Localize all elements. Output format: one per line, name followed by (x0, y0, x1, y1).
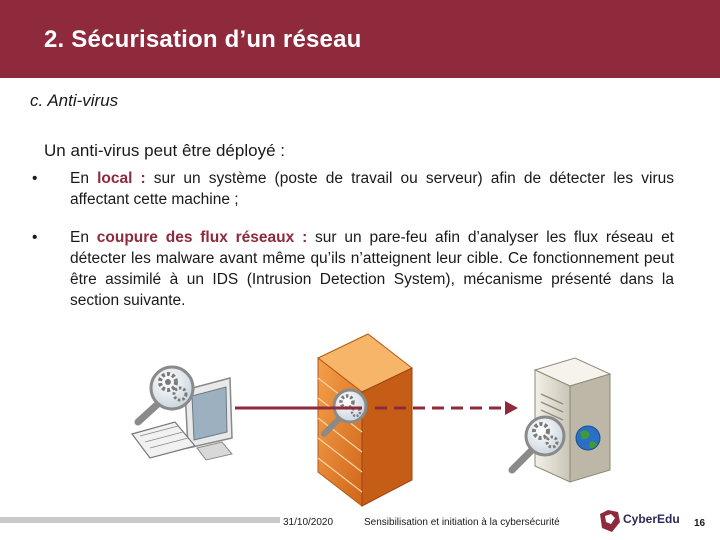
bullet-prefix: En (70, 229, 97, 246)
bullet-highlight: coupure des flux réseaux : (96, 229, 308, 246)
section-subtitle: c. Anti-virus (30, 91, 119, 110)
bullet-marker: • (32, 170, 38, 187)
magnifier-gear-icon (321, 388, 368, 437)
arrow-head-icon (505, 401, 518, 415)
bullet-highlight: local : (97, 170, 146, 187)
footer-caption: Sensibilisation et initiation à la cyber… (364, 517, 560, 528)
bullet-network: • En coupure des flux réseaux : sur un p… (32, 227, 674, 315)
workstation-icon (130, 377, 233, 461)
firewall-icon (317, 333, 413, 508)
bullet-marker: • (32, 229, 38, 246)
bullet-text: En coupure des flux réseaux : sur un par… (70, 227, 674, 311)
bullet-text: En local : sur un système (poste de trav… (70, 168, 674, 210)
intro-text: Un anti-virus peut être déployé : (44, 141, 285, 160)
cyberedu-logo: CyberEdu (598, 508, 688, 536)
title-bar: 2. Sécurisation d’un réseau (0, 0, 720, 78)
page-title: 2. Sécurisation d’un réseau (44, 26, 362, 53)
bullet-body: sur un système (poste de travail ou serv… (70, 170, 674, 208)
bullet-prefix: En (70, 170, 98, 187)
bullet-local: • En local : sur un système (poste de tr… (32, 168, 674, 212)
magnifier-gear-icon (508, 415, 566, 474)
bullet-body: sur un pare-feu afin d’analyser les flux… (70, 229, 674, 309)
antivirus-diagram (130, 333, 612, 508)
page-number: 16 (694, 518, 706, 529)
logo-shield-icon (600, 510, 620, 532)
magnifier-gear-icon (134, 365, 195, 426)
footer-divider (0, 517, 280, 523)
footer-date: 31/10/2020 (283, 517, 334, 528)
globe-icon (575, 425, 601, 451)
logo-text: CyberEdu (623, 512, 680, 526)
